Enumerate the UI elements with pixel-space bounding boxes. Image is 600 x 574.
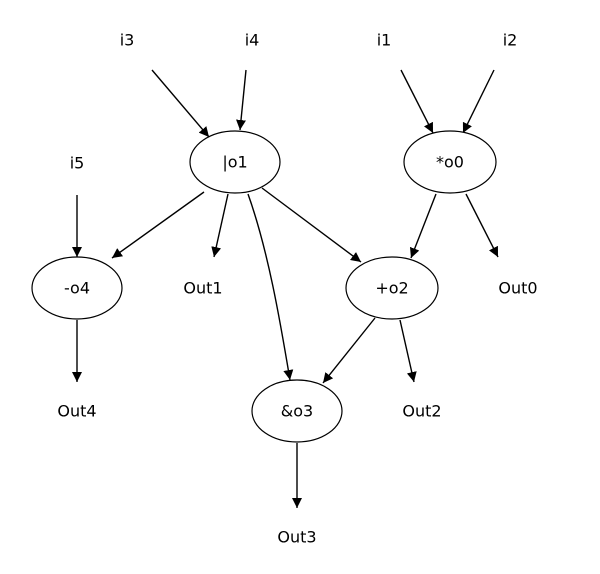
edge-o0-to-Out0 xyxy=(465,193,499,258)
node-o2-ellipse xyxy=(345,256,439,320)
node-Out0: Out0 xyxy=(498,279,537,298)
node-o4-ellipse xyxy=(31,256,123,320)
node-i4-label: i4 xyxy=(245,31,260,50)
edge-o1-to-o3 xyxy=(247,193,294,381)
node-Out0-label: Out0 xyxy=(498,279,537,298)
node-Out2-label: Out2 xyxy=(402,402,441,421)
node-o1: |o1 xyxy=(189,130,281,194)
node-Out1-label: Out1 xyxy=(183,279,222,298)
edge-i4-to-o1 xyxy=(236,69,247,131)
node-i3: i3 xyxy=(120,31,135,50)
node-i3-label: i3 xyxy=(120,31,135,50)
node-Out4: Out4 xyxy=(57,402,96,421)
node-o0-label: *o0 xyxy=(436,153,464,172)
node-Out3-label: Out3 xyxy=(277,528,316,547)
edge-o1-to-o2 xyxy=(261,187,362,263)
node-Out4-label: Out4 xyxy=(57,402,96,421)
node-o0-ellipse xyxy=(403,130,497,194)
node-o2: +o2 xyxy=(345,256,439,320)
edge-o2-to-Out2 xyxy=(399,319,417,383)
node-i1: i1 xyxy=(377,31,392,50)
node-i4: i4 xyxy=(245,31,260,50)
node-Out1: Out1 xyxy=(183,279,222,298)
edge-i3-to-o1 xyxy=(151,69,210,138)
node-i5: i5 xyxy=(70,154,85,173)
node-Out3: Out3 xyxy=(277,528,316,547)
edge-o2-to-o3 xyxy=(322,317,376,384)
node-i5-label: i5 xyxy=(70,154,85,173)
edge-i1-to-o0 xyxy=(400,69,434,134)
node-o1-ellipse xyxy=(189,130,281,194)
edge-o1-to-Out1 xyxy=(211,193,229,258)
edge-o1-to-o4 xyxy=(111,191,205,259)
node-o4: -o4 xyxy=(31,256,123,320)
node-o3: &o3 xyxy=(251,379,343,443)
node-o0: *o0 xyxy=(403,130,497,194)
node-o3-label: &o3 xyxy=(281,402,313,421)
edges-layer xyxy=(72,69,499,508)
node-o4-label: -o4 xyxy=(64,279,90,298)
node-o1-label: |o1 xyxy=(222,153,247,172)
node-o3-ellipse xyxy=(251,379,343,443)
node-o2-label: +o2 xyxy=(375,279,408,298)
edge-i2-to-o0 xyxy=(462,69,495,134)
node-Out2: Out2 xyxy=(402,402,441,421)
node-i1-label: i1 xyxy=(377,31,392,50)
node-i2: i2 xyxy=(503,31,518,50)
edge-o0-to-o2 xyxy=(409,193,437,259)
node-i2-label: i2 xyxy=(503,31,518,50)
